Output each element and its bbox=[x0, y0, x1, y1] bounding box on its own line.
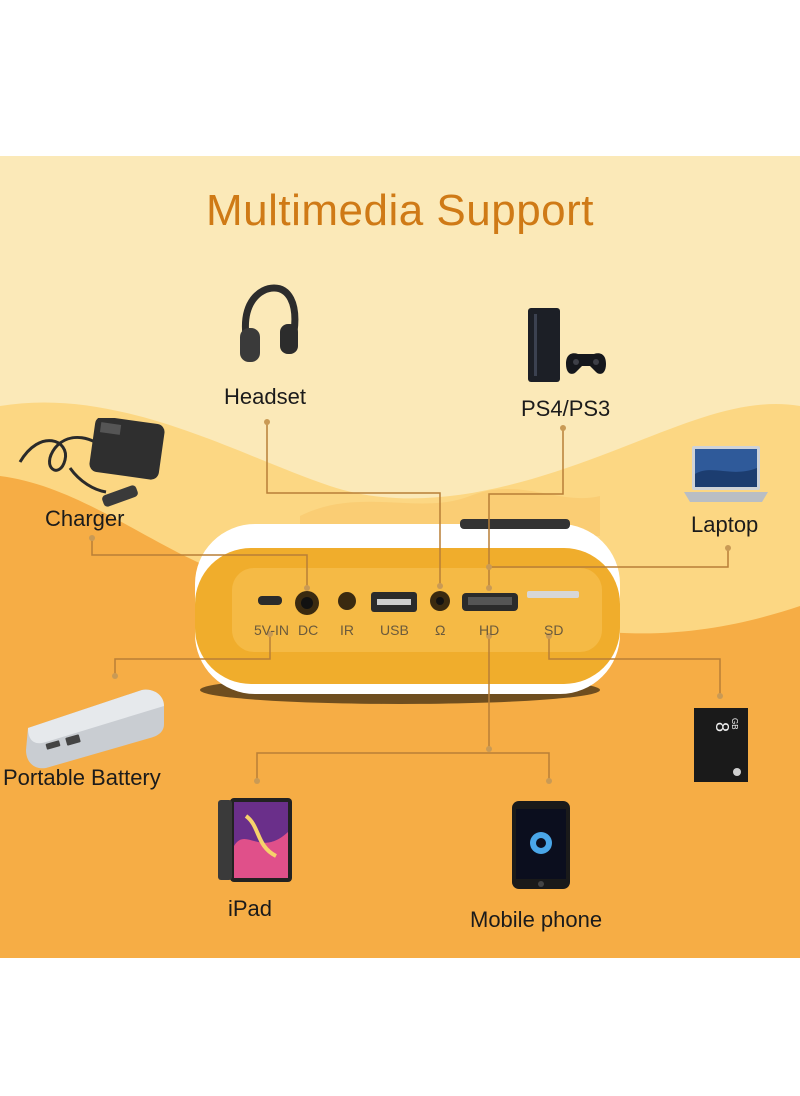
projector-top-button bbox=[460, 519, 570, 529]
multimedia-panel: Multimedia Support bbox=[0, 156, 800, 958]
port-label-hd: HD bbox=[479, 622, 500, 638]
port-plate bbox=[232, 568, 602, 652]
ps4-console-icon bbox=[528, 308, 606, 382]
label-laptop: Laptop bbox=[691, 512, 759, 537]
line-headset bbox=[266, 422, 441, 586]
headset-icon bbox=[240, 284, 299, 362]
line-ps4 bbox=[488, 428, 564, 588]
micro-usb-port bbox=[258, 596, 282, 605]
port-label-ir: IR bbox=[340, 622, 354, 638]
mobile-phone-icon bbox=[512, 801, 570, 889]
port-label-usb: USB bbox=[380, 622, 409, 638]
port-label-dc: DC bbox=[298, 622, 319, 638]
line-battery bbox=[114, 634, 271, 676]
connector-lines bbox=[91, 422, 729, 781]
port-label-5v-in: 5V-IN bbox=[254, 622, 290, 638]
line-sd bbox=[548, 636, 721, 696]
ipad-icon bbox=[218, 798, 292, 882]
portable-battery-icon bbox=[26, 689, 164, 769]
label-mobile-phone: Mobile phone bbox=[470, 907, 603, 932]
sd-unit: GB bbox=[730, 718, 739, 730]
label-ipad: iPad bbox=[228, 896, 273, 921]
sd-card-icon: 8 GB bbox=[694, 708, 748, 782]
label-headset: Headset bbox=[224, 384, 306, 409]
label-charger: Charger bbox=[45, 506, 125, 531]
sd-slot bbox=[527, 591, 579, 598]
label-portable-battery: Portable Battery bbox=[3, 765, 161, 790]
port-label-sd: SD bbox=[544, 622, 564, 638]
sd-capacity: 8 bbox=[712, 722, 732, 732]
port-label-audio: Ω bbox=[435, 622, 446, 638]
line-charger bbox=[91, 538, 308, 588]
connection-diagram bbox=[89, 419, 731, 784]
ir-sensor bbox=[338, 592, 356, 610]
charger-icon bbox=[18, 418, 165, 507]
page-title: Multimedia Support bbox=[205, 186, 595, 235]
line-laptop bbox=[489, 548, 729, 568]
label-ps4-ps3: PS4/PS3 bbox=[521, 396, 611, 421]
laptop-icon bbox=[684, 446, 768, 502]
line-ipad-phone bbox=[256, 752, 550, 781]
